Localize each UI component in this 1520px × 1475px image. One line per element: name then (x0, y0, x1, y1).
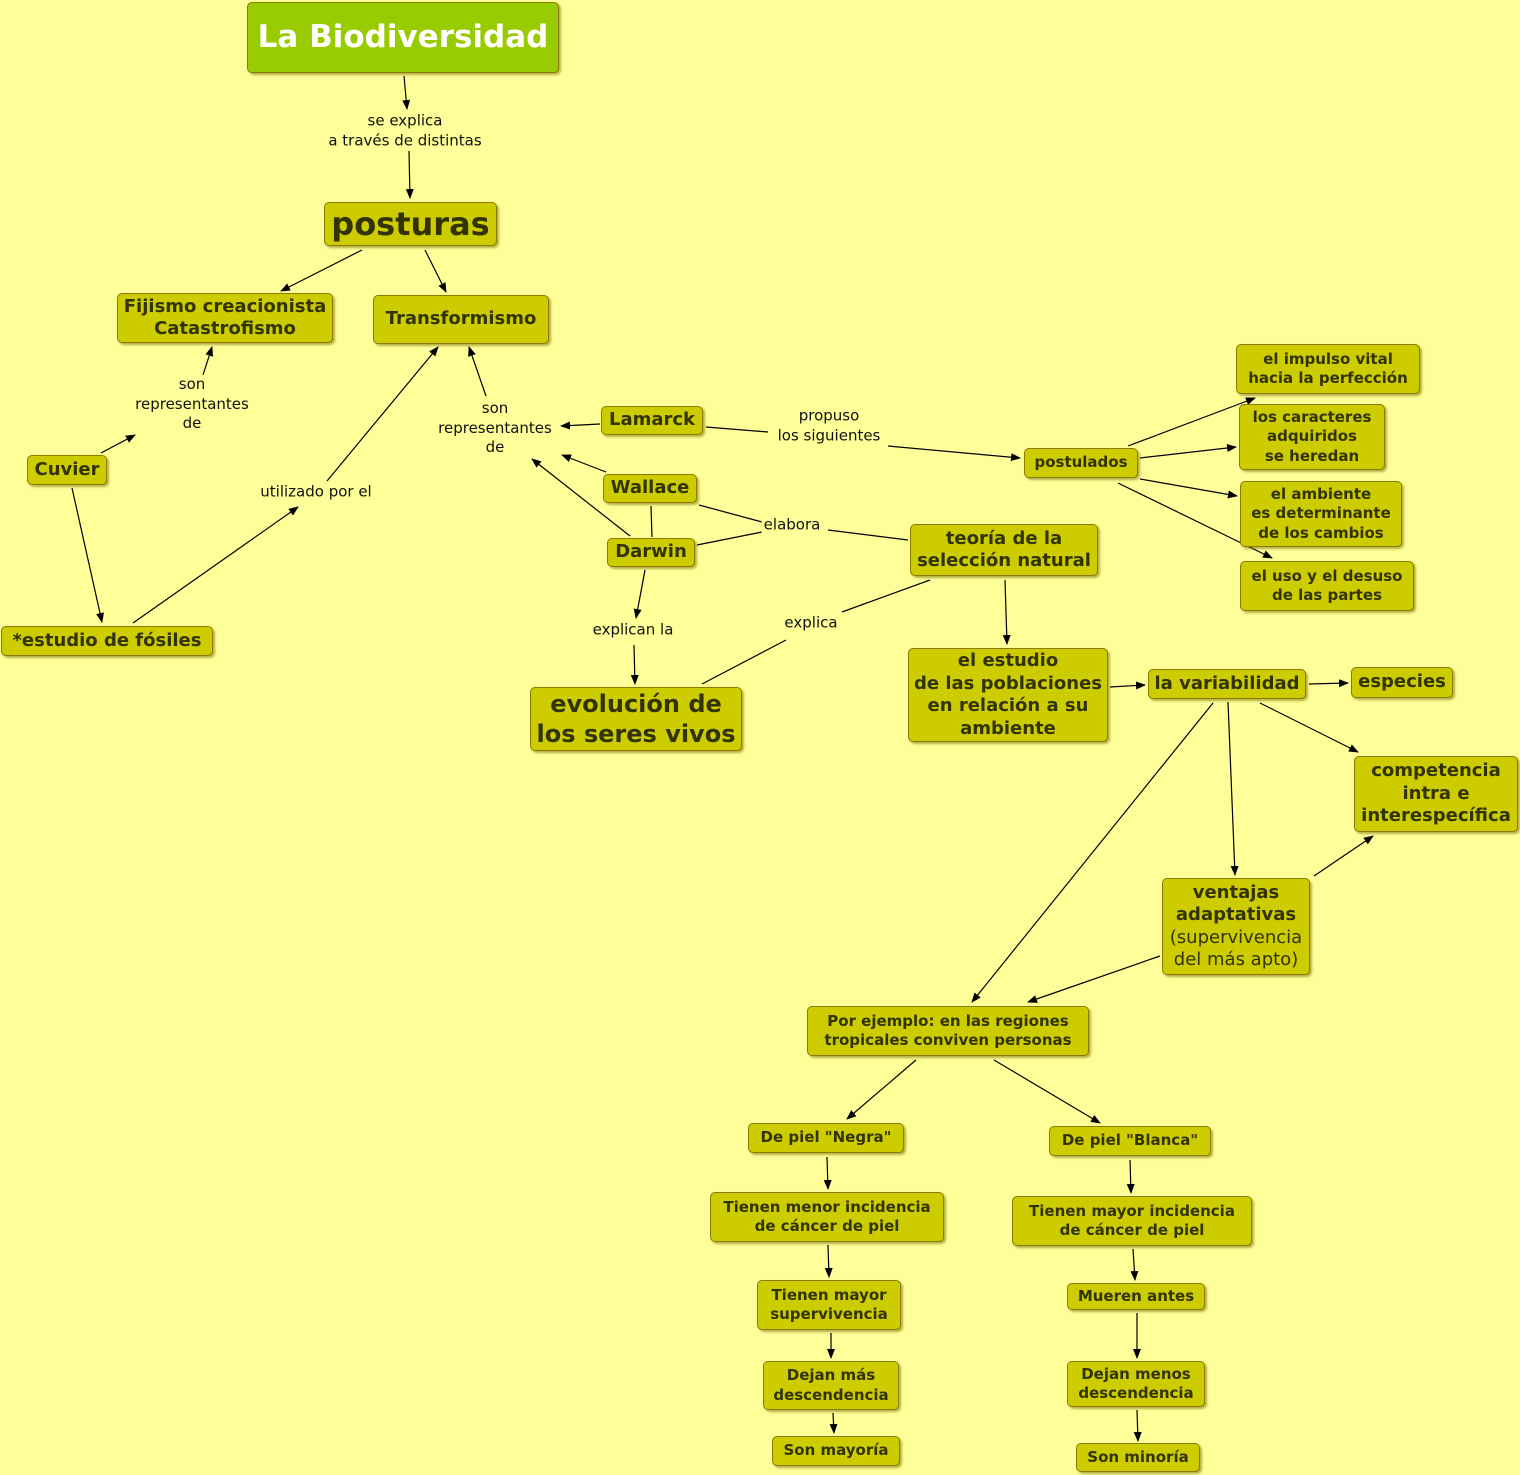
link-label-son-representantes-1: son representantes de (133, 374, 251, 434)
node-piel-negra[interactable]: De piel "Negra" (748, 1123, 904, 1153)
connector-arrow (829, 1412, 838, 1434)
node-impulso-vital[interactable]: el impulso vital hacia la perfección (1236, 344, 1420, 394)
node-uso-desuso[interactable]: el uso y el desuso de las partes (1240, 561, 1414, 611)
connector-arrow (1126, 1159, 1135, 1194)
connector-arrow (531, 458, 631, 537)
connector-arrow (1227, 701, 1239, 876)
connector-arrow (326, 346, 439, 482)
connector-arrow (993, 1059, 1101, 1124)
node-ambiente-determinante[interactable]: el ambiente es determinante de los cambi… (1240, 481, 1402, 547)
connector-arrow (1027, 955, 1161, 1003)
connector-arrow (402, 75, 411, 110)
connector-arrow (405, 150, 414, 199)
node-competencia[interactable]: competencia intra e interespecífica (1354, 756, 1518, 832)
connector-line (698, 504, 763, 523)
connector-arrow (1259, 702, 1359, 753)
connector-arrow (846, 1059, 917, 1120)
ventajas-subtitle: (supervivencia del más apto) (1169, 926, 1303, 971)
connector-arrow (633, 569, 646, 619)
node-mayor-incidencia[interactable]: Tienen mayor incidencia de cáncer de pie… (1012, 1196, 1252, 1246)
node-cuvier[interactable]: Cuvier (27, 455, 107, 485)
connector-line (701, 639, 787, 685)
connector-line (827, 529, 909, 541)
node-lamarck[interactable]: Lamarck (601, 406, 703, 435)
node-piel-blanca[interactable]: De piel "Blanca" (1049, 1126, 1211, 1156)
connector-arrow (1139, 478, 1238, 499)
link-label-explican-la: explican la (590, 620, 676, 640)
node-mas-descendencia[interactable]: Dejan más descendencia (763, 1361, 899, 1410)
node-wallace[interactable]: Wallace (603, 474, 697, 503)
link-label-propuso: propuso los siguientes (775, 406, 883, 446)
node-menor-incidencia[interactable]: Tienen menor incidencia de cáncer de pie… (710, 1192, 944, 1242)
node-especies[interactable]: especies (1351, 667, 1453, 698)
connector-arrow (1130, 1248, 1139, 1281)
link-label-se-explica: se explica a través de distintas (326, 111, 484, 151)
connector-arrow (1109, 681, 1146, 690)
connector-line (705, 426, 769, 433)
connector-arrow (1127, 397, 1256, 447)
node-transformismo[interactable]: Transformismo (373, 295, 549, 344)
node-menos-descendencia[interactable]: Dejan menos descendencia (1067, 1361, 1205, 1407)
connector-line (650, 505, 653, 538)
link-label-son-representantes-2: son representantes de (436, 398, 554, 458)
node-postulados[interactable]: postulados (1024, 448, 1138, 478)
node-mayor-supervivencia[interactable]: Tienen mayor supervivencia (757, 1280, 901, 1330)
node-la-biodiversidad[interactable]: La Biodiversidad (247, 2, 559, 73)
link-label-explica: explica (782, 613, 840, 633)
connector-arrow (132, 506, 299, 624)
connector-arrow (1308, 679, 1349, 688)
connector-line (696, 531, 763, 546)
node-teoria-seleccion-natural[interactable]: teoría de la selección natural (910, 524, 1098, 576)
connector-arrow (71, 487, 104, 623)
link-label-utilizado-por-el: utilizado por el (258, 482, 374, 502)
node-darwin[interactable]: Darwin (607, 538, 695, 567)
connector-arrow (823, 1156, 832, 1190)
ventajas-title: ventajas adaptativas (1175, 881, 1297, 926)
node-ventajas-adaptativas[interactable]: ventajas adaptativas (supervivencia del … (1162, 878, 1310, 975)
connector-arrow (887, 445, 1021, 462)
node-por-ejemplo[interactable]: Por ejemplo: en las regiones tropicales … (807, 1006, 1089, 1056)
connector-arrow (201, 346, 214, 379)
connector-arrow (560, 421, 601, 430)
connector-arrow (630, 644, 639, 685)
link-label-elabora: elabora (761, 515, 823, 535)
connector-arrow (1002, 579, 1011, 645)
node-estudio-fosiles[interactable]: *estudio de fósiles (1, 626, 213, 656)
connector-arrow (971, 702, 1214, 1003)
node-estudio-poblaciones[interactable]: el estudio de las poblaciones en relació… (908, 648, 1108, 742)
node-posturas[interactable]: posturas (324, 202, 497, 246)
node-caracteres-adquiridos[interactable]: los caracteres adquiridos se heredan (1239, 404, 1385, 470)
node-variabilidad[interactable]: la variabilidad (1148, 669, 1306, 699)
connector-arrow (1133, 1409, 1142, 1442)
connector-arrow (561, 454, 607, 473)
node-son-mayoria[interactable]: Son mayoría (772, 1436, 900, 1466)
connector-line (841, 579, 931, 613)
connector-arrow (424, 249, 447, 293)
connector-arrow (1313, 835, 1374, 877)
node-evolucion[interactable]: evolución de los seres vivos (530, 687, 742, 751)
connector-arrow (100, 434, 136, 454)
connector-arrow (824, 1244, 833, 1278)
connector-arrow (1139, 444, 1237, 459)
node-son-minoria[interactable]: Son minoría (1076, 1443, 1200, 1472)
node-mueren-antes[interactable]: Mueren antes (1067, 1283, 1205, 1310)
connector-arrow (280, 249, 363, 292)
connector-arrow (468, 346, 487, 397)
node-fijismo[interactable]: Fijismo creacionista Catastrofismo (117, 293, 333, 343)
